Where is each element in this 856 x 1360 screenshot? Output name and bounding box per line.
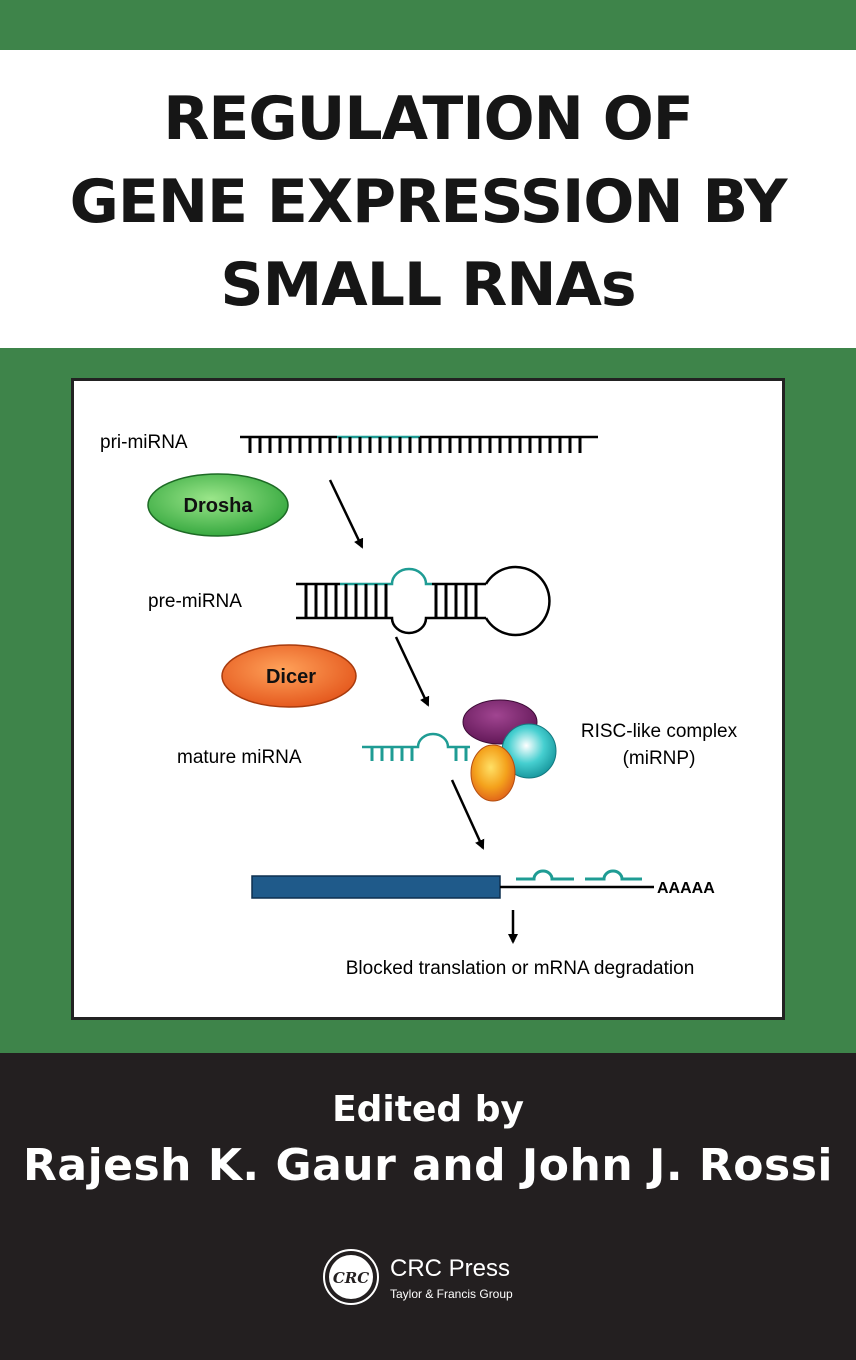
- title-line-2: GENE EXPRESSION BY: [69, 167, 788, 237]
- mirna-pathway-figure: pri-miRNA Drosha pre-miRNA D: [71, 378, 785, 1020]
- publisher-name: CRC Press: [390, 1255, 511, 1282]
- crc-logo-text: CRC: [333, 1269, 369, 1287]
- pri-mirna-label: pri-miRNA: [100, 432, 188, 453]
- pri-mirna-strand: [240, 435, 598, 453]
- dicer-label: Dicer: [266, 666, 316, 688]
- risc-label-line1: RISC-like complex: [581, 721, 738, 742]
- mature-mirna-duplex: [362, 732, 470, 761]
- bottom-band: [0, 1053, 856, 1360]
- title-band: [0, 50, 856, 348]
- risc-complex: [462, 699, 557, 802]
- pre-mirna-label: pre-miRNA: [148, 591, 242, 612]
- title-line-1: REGULATION OF: [163, 84, 694, 154]
- polya-tail-label: AAAAA: [657, 880, 715, 897]
- mature-mirna-label: mature miRNA: [177, 747, 302, 768]
- bound-mirna-sites: [516, 869, 642, 881]
- book-title: REGULATION OF GENE EXPRESSION BY SMALL R…: [0, 78, 856, 327]
- pre-mirna-hairpin: [296, 565, 551, 637]
- arrow-risc-to-target: [450, 779, 485, 850]
- edited-by-label: Edited by: [332, 1089, 524, 1130]
- drosha-label: Drosha: [184, 495, 254, 517]
- mrna-coding-region: [251, 875, 501, 899]
- editor-names: Rajesh K. Gaur and John J. Rossi: [23, 1140, 833, 1191]
- outcome-label: Blocked translation or mRNA degradation: [346, 958, 695, 979]
- drosha-enzyme: [147, 473, 289, 537]
- arrow-pre-to-mature: [394, 636, 430, 707]
- crc-logo: CRC: [323, 1249, 379, 1305]
- dicer-enzyme: [221, 644, 357, 708]
- risc-label-line2: (miRNP): [623, 748, 696, 769]
- arrow-pri-to-pre: [328, 479, 364, 549]
- publisher-block: CRC CRC Press Taylor & Francis Group: [322, 1248, 552, 1312]
- publisher-group: Taylor & Francis Group: [390, 1287, 513, 1301]
- title-line-3: SMALL RNAs: [220, 250, 636, 320]
- top-green-band: [0, 0, 856, 50]
